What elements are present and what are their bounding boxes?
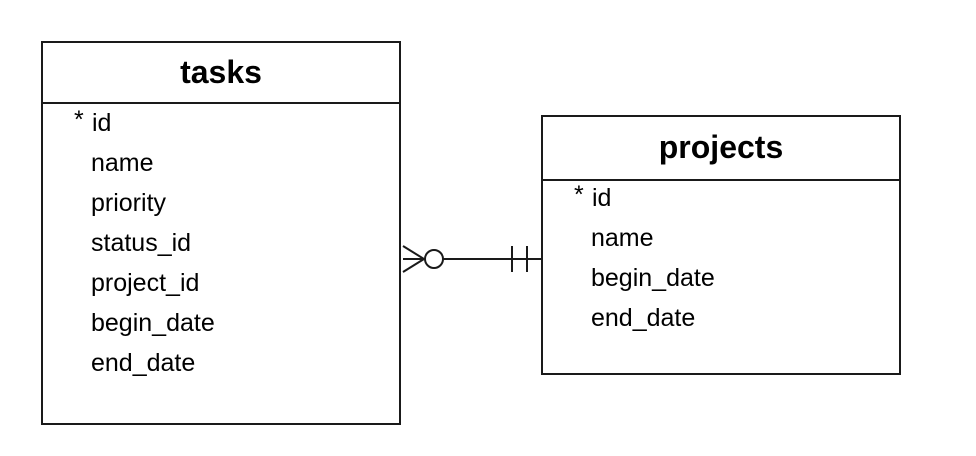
attribute-row: * id	[43, 103, 399, 143]
attribute-row: begin_date	[43, 303, 399, 343]
attribute-name: begin_date	[591, 264, 715, 292]
attribute-row: name	[43, 143, 399, 183]
attribute-row: status_id	[43, 223, 399, 263]
attribute-row: name	[543, 218, 899, 258]
tasks-entity: tasks * id name priority status_id proje…	[41, 41, 401, 425]
attribute-name: project_id	[91, 269, 200, 297]
projects-entity: projects * id name begin_date end_date	[541, 115, 901, 375]
attribute-name: end_date	[591, 304, 696, 332]
attribute-row: project_id	[43, 263, 399, 303]
attribute-row: priority	[43, 183, 399, 223]
attribute-row: end_date	[543, 298, 899, 338]
attribute-name: status_id	[91, 229, 192, 257]
attribute-name: id	[92, 109, 112, 137]
primary-key-marker: *	[74, 106, 84, 134]
attribute-name: name	[91, 149, 154, 177]
crow-foot-lower-prong	[402, 258, 425, 273]
attribute-row: begin_date	[543, 258, 899, 298]
attribute-name: end_date	[91, 349, 196, 377]
attribute-name: name	[591, 224, 654, 252]
attribute-list: * id name priority status_id project_id …	[43, 103, 399, 383]
attribute-name: priority	[91, 189, 167, 217]
primary-key-marker: *	[574, 181, 584, 209]
entity-title: projects	[543, 117, 899, 181]
zero-cardinality-circle	[424, 249, 444, 269]
attribute-name: id	[592, 184, 612, 212]
entity-title: tasks	[43, 43, 399, 104]
attribute-list: * id name begin_date end_date	[543, 178, 899, 338]
crow-foot-upper-prong	[402, 245, 425, 260]
attribute-name: begin_date	[91, 309, 215, 337]
attribute-row: * id	[543, 178, 899, 218]
attribute-row: end_date	[43, 343, 399, 383]
